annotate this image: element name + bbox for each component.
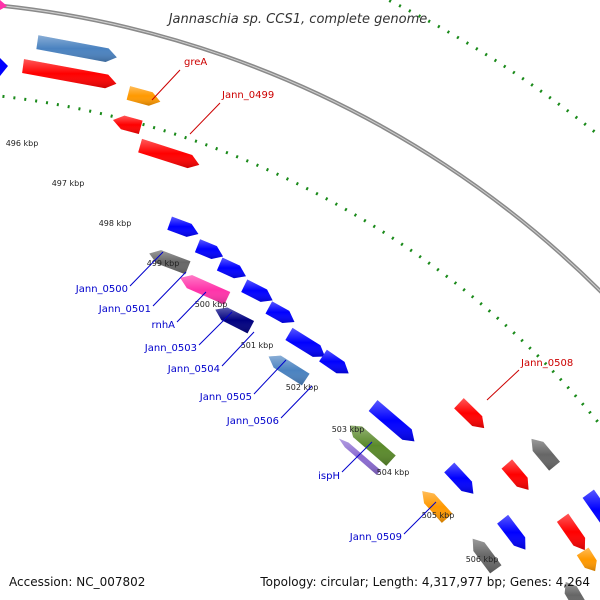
- callout-line: [280, 385, 313, 419]
- gene-feature-pink: [180, 275, 231, 305]
- gene-feature-green: [349, 425, 396, 466]
- forward-gene-label: greA: [184, 57, 207, 68]
- forward-gene-label: Jann_0499: [221, 90, 274, 101]
- backbone-arc: [0, 3, 600, 294]
- tick-label: 498 kbp: [99, 219, 132, 228]
- reverse-gene-label: ispH: [318, 471, 340, 482]
- gene-feature-blue-9: [368, 400, 415, 442]
- genome-summary-text: Topology: circular; Length: 4,317,977 bp…: [259, 575, 590, 589]
- gene-feature-gray-1: [531, 438, 561, 471]
- reverse-gene-label: Jann_0504: [167, 364, 220, 375]
- tick-label: 500 kbp: [195, 300, 228, 309]
- gene-feature-blue-10: [444, 462, 474, 494]
- gene-feature-steelblue-1: [36, 35, 117, 63]
- gene-feature-orange-2: [422, 491, 453, 523]
- gene-feature-blue-8: [319, 349, 349, 374]
- callout-line: [129, 251, 164, 287]
- tick-label: 499 kbp: [147, 259, 180, 268]
- gene-feature-orange-3: [576, 547, 597, 572]
- tick-label: 505 kbp: [422, 511, 455, 520]
- gene-feature-pink-edge: [0, 0, 7, 10]
- tick-label: 504 kbp: [377, 468, 410, 477]
- gene-feature-blue-3: [216, 257, 246, 279]
- tick-label: 503 kbp: [332, 425, 365, 434]
- reverse-gene-label: Jann_0505: [199, 392, 252, 403]
- callout-line: [151, 69, 181, 101]
- tick-label: 501 kbp: [241, 341, 274, 350]
- gene-feature-blue-4: [582, 489, 600, 523]
- gene-feature-blue-5: [241, 279, 273, 302]
- tick-labels: 496 kbp 497 kbp 498 kbp 499 kbp 500 kbp 501 k…: [6, 139, 499, 564]
- tick-label: 502 kbp: [286, 383, 319, 392]
- gene-feature-blue-1: [167, 216, 199, 237]
- reverse-gene-label: Jann_0503: [144, 343, 197, 354]
- callout-line: [198, 311, 233, 346]
- gene-feature-red-4: [454, 398, 485, 429]
- reverse-gene-label: Jann_0509: [349, 532, 402, 543]
- gene-feature-navy: [215, 307, 255, 334]
- tick-label: 496 kbp: [6, 139, 39, 148]
- tick-label: 506 kbp: [466, 555, 499, 564]
- forward-gene-label: Jann_0508: [520, 358, 573, 369]
- accession-text: Accession: NC_007802: [9, 575, 145, 589]
- gene-feature-blue-2: [194, 239, 224, 260]
- callout-line: [486, 369, 520, 401]
- gene-feature-red-2: [112, 115, 143, 135]
- reverse-gene-label: Jann_0506: [226, 416, 279, 427]
- gene-feature-gray-4: [564, 581, 585, 600]
- callout-line: [176, 291, 207, 323]
- backbone-highlight: [0, 5, 600, 292]
- callout-line: [341, 441, 373, 473]
- reverse-gene-label: rnhA: [152, 320, 176, 331]
- map-title: Jannaschia sp. CCS1, complete genome: [166, 12, 428, 27]
- callout-line: [152, 271, 187, 307]
- tick-label: 497 kbp: [52, 179, 85, 188]
- gene-feature-steelblue-2: [268, 355, 310, 386]
- callout-line: [221, 331, 255, 367]
- gene-feature-red-3: [138, 138, 200, 169]
- gene-feature-gray-3: [472, 538, 502, 574]
- reverse-gene-label: Jann_0501: [98, 304, 151, 315]
- gene-feature-purple: [338, 438, 381, 475]
- gene-feature-blue-11: [497, 514, 526, 550]
- callout-line: [253, 359, 287, 395]
- reverse-gene-label: Jann_0500: [75, 284, 128, 295]
- callout-line: [403, 501, 437, 535]
- gene-feature-blue-edge: [0, 58, 8, 76]
- gene-feature-red-5: [501, 459, 529, 490]
- gene-feature-orange-1: [126, 86, 161, 106]
- callout-line: [189, 102, 221, 135]
- gene-feature-blue-7: [285, 327, 325, 357]
- gene-feature-red-1: [22, 59, 117, 89]
- gene-feature-red-6: [556, 513, 586, 551]
- gene-feature-blue-6: [265, 301, 295, 324]
- outer-dot-ring: [384, 0, 600, 139]
